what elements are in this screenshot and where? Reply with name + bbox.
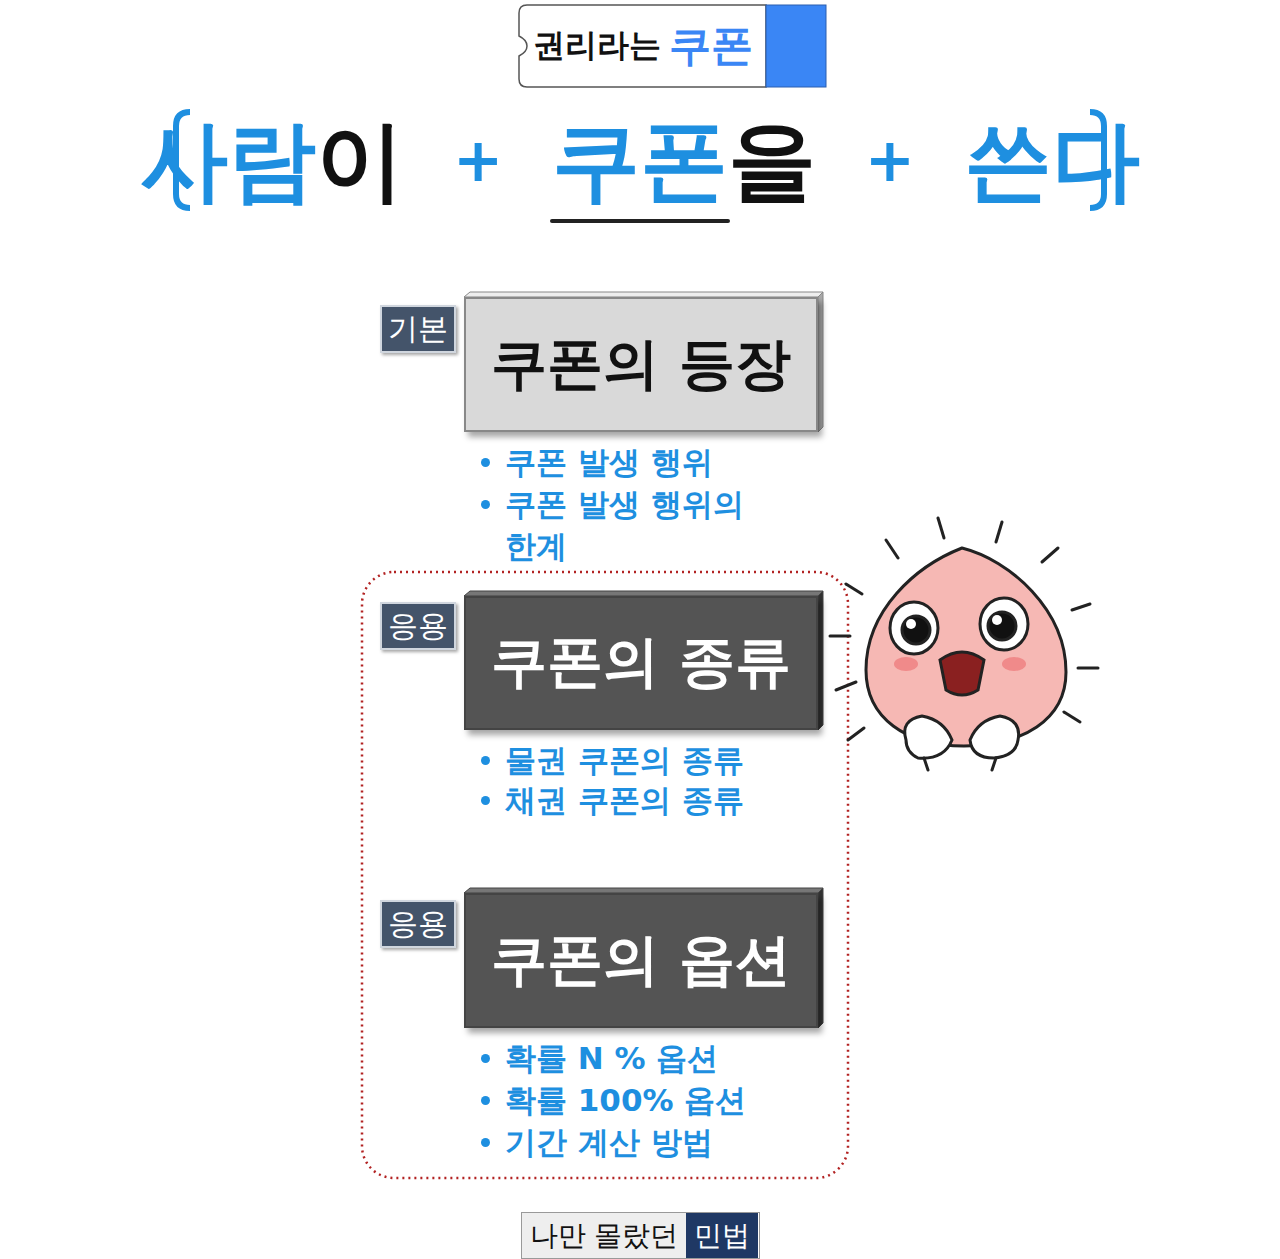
dotted-group <box>362 572 848 1178</box>
box-title: 쿠폰의 종류 <box>491 625 791 701</box>
bullet-text: 기간 계산 방법 <box>505 1121 713 1163</box>
bullet-dot <box>481 458 490 467</box>
bullet-dot <box>481 1138 490 1147</box>
ticket-stub <box>766 5 826 87</box>
footer-keyword: 민법 <box>686 1213 758 1258</box>
bullet-dot <box>481 756 490 765</box>
bullet-text: 확률 N % 옵션 <box>505 1037 718 1079</box>
ticket-tag: 권리라는쿠폰 <box>514 5 771 87</box>
bullet-dot <box>481 1096 490 1105</box>
level-tag: 응용 <box>380 602 456 650</box>
box-depth <box>464 292 823 1028</box>
topic-box: 응용쿠폰의 종류 <box>464 596 818 730</box>
bullet-text: 채권 쿠폰의 종류 <box>505 779 744 821</box>
bullet-text: 확률 100% 옵션 <box>505 1079 746 1121</box>
box-title: 쿠폰의 등장 <box>491 327 791 403</box>
level-tag: 기본 <box>380 305 456 353</box>
footer-text: 나만 몰랐던 <box>522 1213 687 1258</box>
peach-character <box>830 518 1098 770</box>
level-tag: 응용 <box>380 900 456 948</box>
bullet-text: 쿠폰 발생 행위 <box>505 441 713 483</box>
bullet-text: 쿠폰 발생 행위의 한계 <box>505 483 765 567</box>
diagram-title: 사람이 + 쿠폰을 + 쓴다 <box>0 100 1280 221</box>
topic-box: 기본쿠폰의 등장 <box>464 297 818 432</box>
title-underline <box>550 219 730 223</box>
bullet-text: 물권 쿠폰의 종류 <box>505 739 744 781</box>
bullet-dot <box>481 796 490 805</box>
footer-badge: 나만 몰랐던민법 <box>521 1212 760 1259</box>
ticket-outline <box>519 5 766 87</box>
bullet-dot <box>481 500 490 509</box>
topic-box: 응용쿠폰의 옵션 <box>464 893 818 1028</box>
ticket-keyword: 쿠폰 <box>669 18 753 74</box>
ticket-text: 권리라는 <box>533 24 661 68</box>
bullet-dot <box>481 1054 490 1063</box>
box-title: 쿠폰의 옵션 <box>491 923 791 999</box>
